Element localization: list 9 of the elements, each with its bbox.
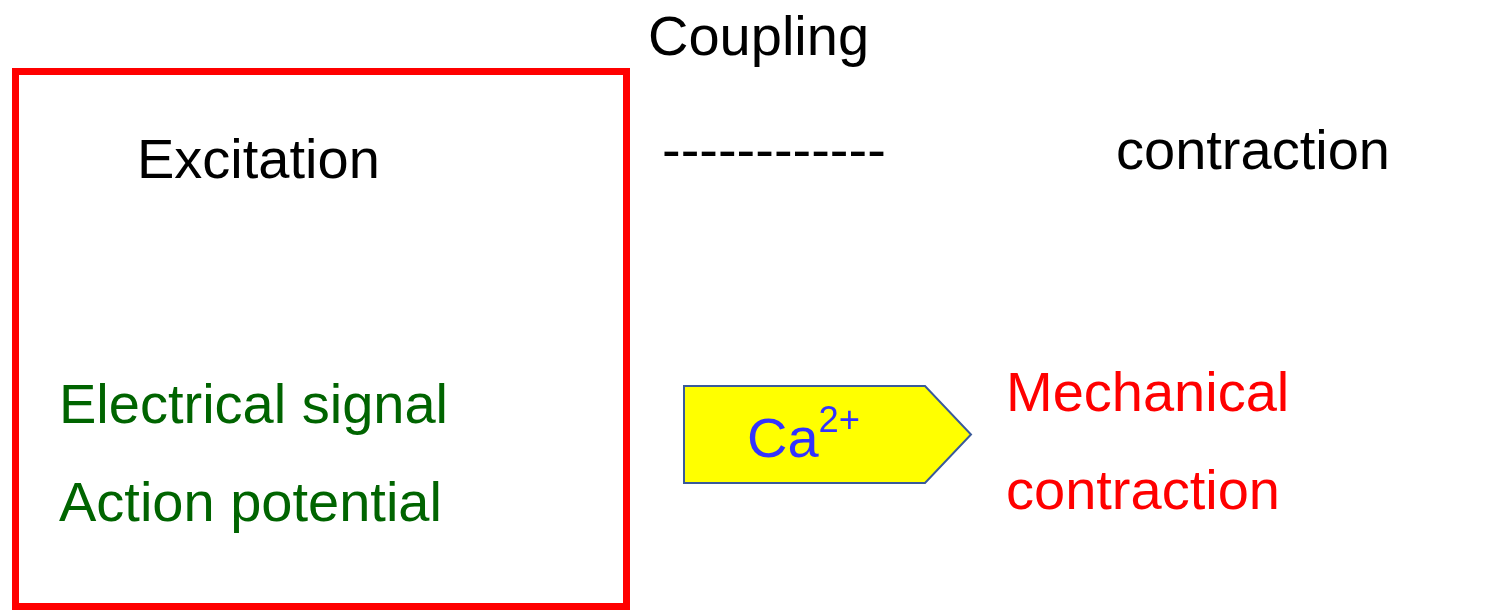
dash-separator: ------------ <box>662 117 886 183</box>
ion-arrow-box <box>683 385 973 484</box>
stage-heading: contraction <box>1116 117 1390 183</box>
stage-description: Mechanical contraction <box>1006 359 1291 523</box>
ion-label: Ca$^{2+}$ <box>747 398 861 472</box>
stage-heading: Excitation <box>137 126 380 192</box>
stage-heading: Coupling <box>648 3 870 69</box>
stage-box <box>12 68 630 610</box>
stage-description: Electrical signal Action potential <box>59 371 450 535</box>
